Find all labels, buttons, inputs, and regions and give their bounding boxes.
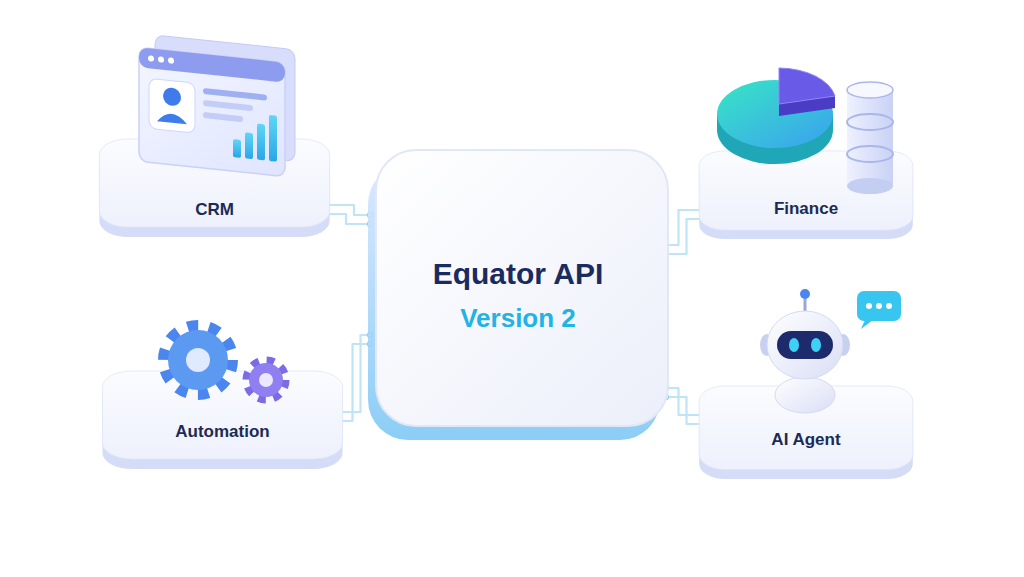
node-sublabel: Version 2 [460, 303, 576, 334]
robot-icon [757, 287, 917, 417]
ai-agent-platform: AI Agent [697, 385, 915, 480]
finance-chart-icon [705, 50, 905, 200]
database-icon [847, 82, 893, 194]
connector-strand [666, 219, 705, 254]
node-label: Automation [175, 422, 269, 442]
node-label: AI Agent [771, 430, 840, 450]
node-label: Finance [774, 199, 838, 219]
api-box-shape [368, 150, 668, 440]
crm-card-icon [127, 30, 317, 180]
connector-strand [324, 214, 370, 224]
automation-platform: Automation [100, 370, 345, 470]
node-label: CRM [195, 200, 234, 220]
gears-icon [138, 312, 308, 422]
finance-platform: Finance [697, 150, 915, 240]
chat-bubble-icon [857, 291, 901, 329]
node-label: Equator API [433, 257, 604, 291]
crm-platform: CRM [97, 138, 332, 238]
api-box: Equator API Version 2 [368, 150, 668, 440]
